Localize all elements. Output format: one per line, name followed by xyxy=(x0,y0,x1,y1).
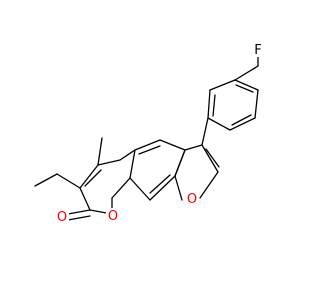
bond xyxy=(97,137,103,166)
bond xyxy=(149,175,176,201)
bond xyxy=(129,149,136,179)
bond xyxy=(234,65,259,81)
bond xyxy=(67,215,91,221)
bond xyxy=(111,177,131,199)
bond-layer xyxy=(34,55,259,221)
bond xyxy=(138,145,161,155)
bond xyxy=(201,117,209,146)
bond xyxy=(67,209,91,215)
fluorine-atom: F xyxy=(254,43,261,58)
bond xyxy=(84,169,102,187)
bond xyxy=(231,114,252,126)
bond xyxy=(97,159,121,166)
bond xyxy=(234,79,259,91)
label-background xyxy=(251,42,265,57)
structure-canvas: F O O O xyxy=(34,42,265,225)
bond xyxy=(119,149,136,161)
label-background xyxy=(185,191,199,206)
bond xyxy=(229,117,256,131)
atom-labels: F O O O xyxy=(55,42,265,225)
bond xyxy=(174,149,186,177)
bond xyxy=(159,139,186,151)
label-background xyxy=(106,208,120,223)
bond xyxy=(34,173,58,187)
carbonyl-oxygen-atom: O xyxy=(57,210,67,225)
bond xyxy=(199,171,219,199)
bond xyxy=(209,79,236,91)
molecule-structure: F O O O xyxy=(34,42,265,225)
bond xyxy=(134,139,161,151)
bond xyxy=(184,144,203,151)
bond xyxy=(56,173,81,189)
bond xyxy=(235,84,254,93)
furan-oxygen-atom: O xyxy=(187,192,197,207)
bond xyxy=(129,177,151,201)
bond xyxy=(254,89,259,119)
bond xyxy=(79,164,99,189)
label-background xyxy=(55,209,69,224)
bond xyxy=(79,187,91,211)
bond xyxy=(207,117,231,131)
bond xyxy=(174,175,183,201)
bond xyxy=(207,89,211,119)
bond xyxy=(149,174,171,194)
bond xyxy=(201,144,219,173)
pyranone-oxygen-atom: O xyxy=(108,209,118,224)
bond xyxy=(212,94,216,117)
bond xyxy=(205,148,220,168)
